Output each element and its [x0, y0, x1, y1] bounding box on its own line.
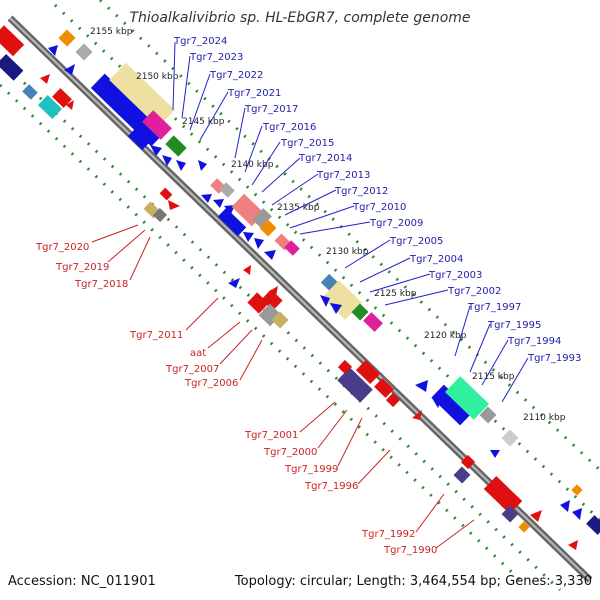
- gene-label-top: Tgr7_2012: [334, 186, 388, 197]
- gene-label-top: Tgr7_2022: [209, 70, 263, 81]
- gene-label-top: Tgr7_2005: [389, 236, 443, 247]
- kbp-tick: 2140 kbp: [231, 160, 274, 170]
- gene-features: [0, 25, 600, 550]
- gene-label-top: Tgr7_2002: [447, 286, 501, 297]
- kbp-tick: 2145 kbp: [182, 117, 225, 127]
- gene-label-top: Tgr7_2009: [369, 218, 423, 229]
- kbp-tick: 2155 kbp: [90, 27, 133, 37]
- gene-label-top: Tgr7_2003: [428, 270, 482, 281]
- gene-label-top: Tgr7_2024: [173, 36, 227, 47]
- gene-label-top: Tgr7_2017: [244, 104, 298, 115]
- kbp-tick: 2130 kbp: [326, 247, 369, 257]
- gene-label-bottom: Tgr7_2000: [263, 447, 317, 458]
- gene-label-top: Tgr7_1993: [527, 353, 581, 364]
- gene-label-top: Tgr7_2013: [316, 170, 370, 181]
- gene-label-top: Tgr7_1994: [507, 336, 561, 347]
- gene-label-top: Tgr7_2010: [352, 202, 406, 213]
- kbp-tick: 2115 kbp: [472, 372, 515, 382]
- kbp-tick: 2150 kbp: [136, 72, 179, 82]
- gene-label-top: Tgr7_2004: [409, 254, 463, 265]
- kbp-tick: 2125 kbp: [374, 289, 417, 299]
- gene-label-top: Tgr7_2016: [262, 122, 316, 133]
- accession-label: Accession: NC_011901: [8, 574, 156, 589]
- gene-label-bottom: Tgr7_2001: [244, 430, 298, 441]
- kbp-tick: 2110 kbp: [523, 413, 566, 423]
- gene-label-top: Tgr7_2015: [280, 138, 334, 149]
- gene-label-bottom: Tgr7_2019: [55, 262, 109, 273]
- gene-label-bottom: Tgr7_2011: [129, 330, 183, 341]
- gene-label-top: Tgr7_2021: [227, 88, 281, 99]
- gene-label-top: Tgr7_2014: [298, 153, 352, 164]
- gene-label-bottom: Tgr7_2007: [165, 364, 219, 375]
- gene-label-bottom: Tgr7_2020: [35, 242, 89, 253]
- top-gene-labels: Tgr7_2024 Tgr7_2023 Tgr7_2022 Tgr7_2021 …: [172, 36, 581, 403]
- kbp-tick: 2120 kbp: [424, 331, 467, 341]
- gene-label-bottom: Tgr7_1999: [284, 464, 338, 475]
- gene-label-bottom: Tgr7_1996: [304, 481, 358, 492]
- bottom-gene-labels: Tgr7_2020 Tgr7_2019 Tgr7_2018 Tgr7_2011 …: [35, 224, 475, 556]
- topology-label: Topology: circular; Length: 3,464,554 bp…: [234, 574, 592, 589]
- gene-label-top: Tgr7_1995: [487, 320, 541, 331]
- gene-label-bottom: Tgr7_2006: [184, 378, 238, 389]
- genome-title: Thioalkalivibrio sp. HL-EbGR7, complete …: [129, 10, 471, 26]
- gene-label-top: Tgr7_2023: [189, 52, 243, 63]
- gene-label-bottom: aat: [190, 348, 206, 359]
- gene-label-top: Tgr7_1997: [467, 302, 521, 313]
- gene-label-bottom: Tgr7_1992: [361, 529, 415, 540]
- kbp-ticks: 2155 kbp 2150 kbp 2145 kbp 2140 kbp 2135…: [90, 27, 566, 423]
- gene-label-bottom: Tgr7_1990: [383, 545, 437, 556]
- gene-label-bottom: Tgr7_2018: [74, 279, 128, 290]
